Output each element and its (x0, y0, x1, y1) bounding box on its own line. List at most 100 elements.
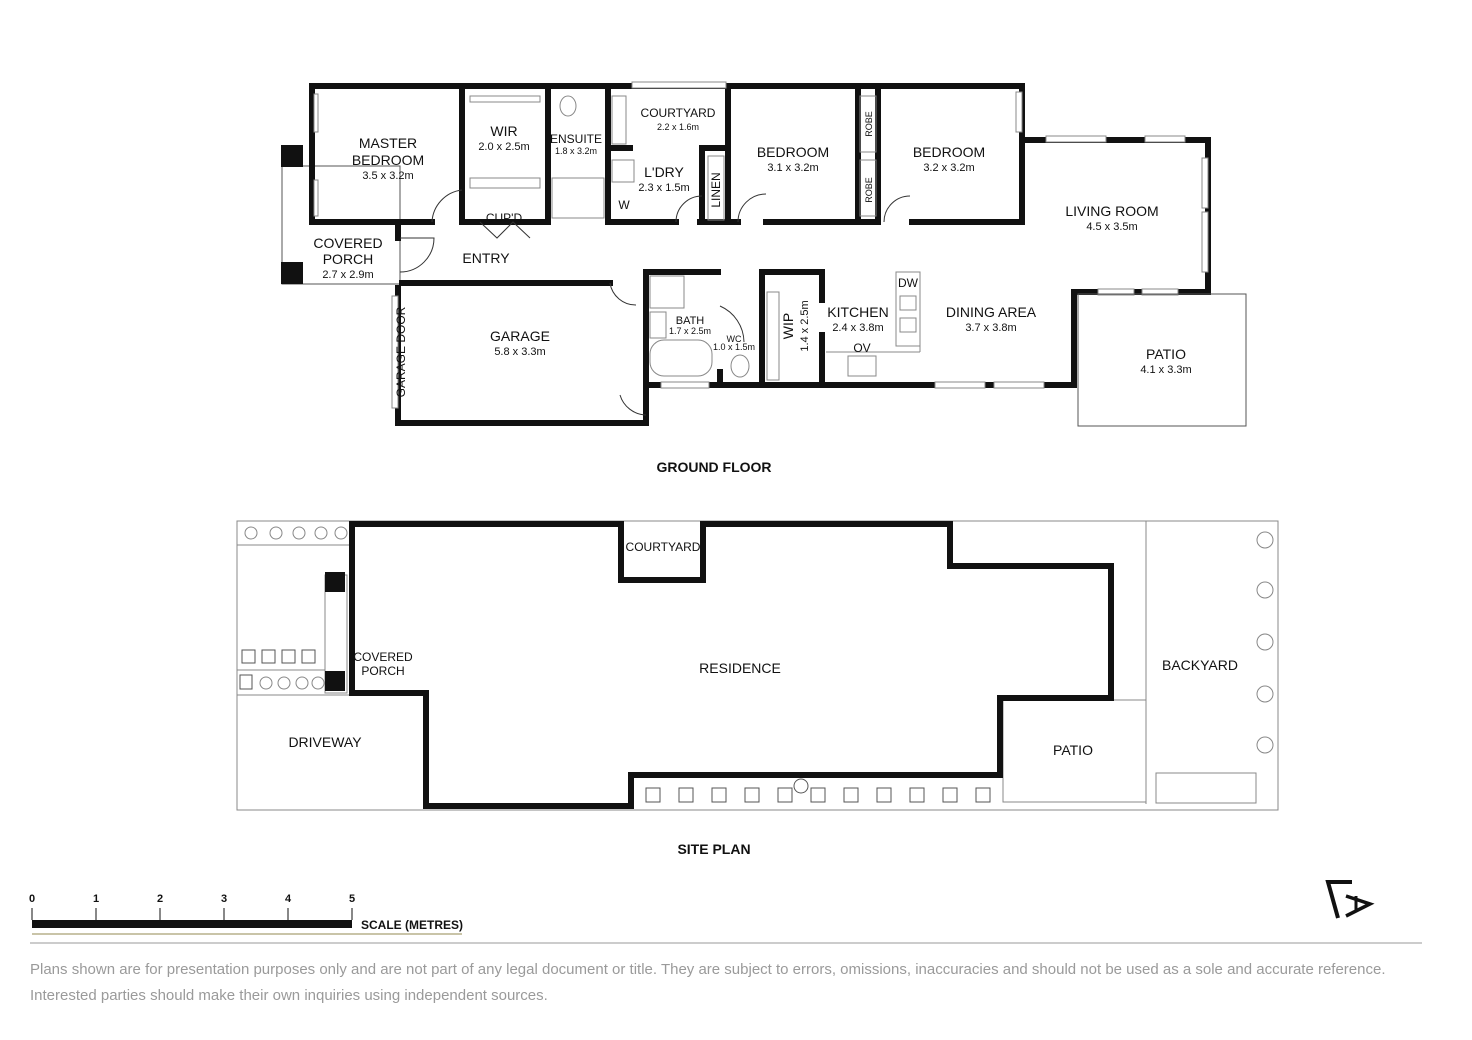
scale-bar: 0 1 2 3 4 5 SCALE (METRES) (29, 893, 463, 935)
paver (301, 649, 316, 664)
robe-unit (859, 95, 877, 153)
scale-tick-label: 0 (29, 893, 35, 905)
sink (899, 295, 917, 311)
robe-label: ROBE (864, 177, 874, 203)
cupboard-doors (479, 221, 531, 239)
patio-outline (1077, 293, 1247, 427)
door-swing (883, 195, 911, 223)
wir-dim: 2.0 x 2.5m (478, 141, 529, 153)
toilet (730, 354, 750, 378)
window (631, 81, 727, 89)
wc-label: WC (727, 334, 742, 344)
bedroom-2-label: BEDROOM (757, 144, 829, 160)
window (1045, 135, 1107, 143)
garden-squares (239, 526, 348, 690)
tree-icon (1256, 736, 1274, 754)
scale-tick-label: 3 (221, 893, 227, 905)
scale-tick-label: 4 (285, 893, 292, 905)
tap-icon (793, 778, 809, 794)
door-swing (675, 195, 703, 223)
wir-label: WIR (490, 123, 517, 139)
scale-tick-label: 2 (157, 893, 163, 905)
covered-porch-dim: 2.7 x 2.9m (322, 269, 373, 281)
porch-post (325, 572, 345, 592)
wip-dim: 1.4 x 2.5m (799, 300, 811, 351)
garage-door-label: GARAGE DOOR (394, 306, 408, 397)
window (1015, 91, 1023, 133)
covered-porch-label: PORCH (323, 251, 374, 267)
shower (649, 275, 685, 309)
bathtub (649, 339, 713, 377)
robe-label: ROBE (864, 111, 874, 137)
tree-icon (1256, 633, 1274, 651)
living-room-label: LIVING ROOM (1065, 203, 1158, 219)
site-backyard-label: BACKYARD (1162, 657, 1238, 673)
door-swing (737, 193, 767, 223)
shrub-icon (269, 526, 283, 540)
entry-label: ENTRY (462, 250, 510, 266)
laundry-dim: 2.3 x 1.5m (638, 182, 689, 194)
shrub-icon (334, 526, 348, 540)
paver (241, 649, 256, 664)
paver (777, 787, 793, 803)
tree-icon (1256, 531, 1274, 549)
site-plan: COURTYARD RESIDENCE COVERED PORCH DRIVEW… (236, 520, 1279, 857)
window (934, 381, 986, 389)
porch-post (325, 671, 345, 691)
bedroom-3-label: BEDROOM (913, 144, 985, 160)
door-swing (609, 282, 637, 306)
garage-dim: 5.8 x 3.3m (494, 346, 545, 358)
kitchen-label: KITCHEN (827, 304, 888, 320)
bedroom-2-dim: 3.1 x 3.2m (767, 162, 818, 174)
toilet (559, 95, 577, 117)
garage-wall (395, 269, 721, 426)
garage-door-panel (391, 295, 399, 409)
master-bedroom-dim: 3.5 x 3.2m (362, 170, 413, 182)
bedroom-3-dim: 3.2 x 3.2m (923, 162, 974, 174)
cupboard-label: CUP'D (486, 211, 523, 225)
dining-area-dim: 3.7 x 3.8m (965, 322, 1016, 334)
paver (645, 787, 661, 803)
door-swing (431, 189, 463, 223)
patio-label: PATIO (1146, 346, 1186, 362)
tree-icon (1256, 581, 1274, 599)
site-patio-label: PATIO (1053, 742, 1093, 758)
basin (649, 311, 667, 339)
wip-label: WIP (780, 313, 796, 339)
site-courtyard-label: COURTYARD (626, 540, 701, 554)
window (1201, 157, 1209, 209)
paver (744, 787, 760, 803)
disclaimer-text: Plans shown are for presentation purpose… (30, 961, 1386, 1004)
window (1097, 288, 1135, 296)
shrub-icon (292, 526, 306, 540)
front-door-swing (399, 237, 435, 273)
ground-floor-heading: GROUND FLOOR (656, 459, 771, 475)
window (1144, 135, 1186, 143)
site-porch-label: COVERED (353, 650, 413, 664)
cooktop (847, 355, 877, 377)
paver (810, 787, 826, 803)
scale-label: SCALE (METRES) (361, 918, 463, 932)
linen-label: LINEN (709, 172, 723, 207)
courtyard-dim: 2.2 x 1.6m (657, 122, 699, 132)
shrub-icon (314, 526, 328, 540)
garage-label: GARAGE (490, 328, 550, 344)
north-arrow-icon (1325, 880, 1375, 919)
courtyard-label: COURTYARD (641, 106, 716, 120)
master-bedroom-label: BEDROOM (352, 152, 424, 168)
bath-dim: 1.7 x 2.5m (669, 326, 711, 336)
paver (678, 787, 694, 803)
paver (975, 787, 991, 803)
shrub-icon (259, 676, 273, 690)
scale-tick-label: 1 (93, 893, 99, 905)
shrub-icon (277, 676, 291, 690)
paver (261, 649, 276, 664)
porch-post (281, 145, 303, 167)
door-swing (719, 305, 745, 343)
porch-post (281, 262, 303, 284)
robe-rail (469, 177, 541, 189)
oven-label: OV (853, 341, 870, 355)
sink (899, 317, 917, 333)
robe-rail (469, 95, 541, 103)
shrub-icon (244, 526, 258, 540)
